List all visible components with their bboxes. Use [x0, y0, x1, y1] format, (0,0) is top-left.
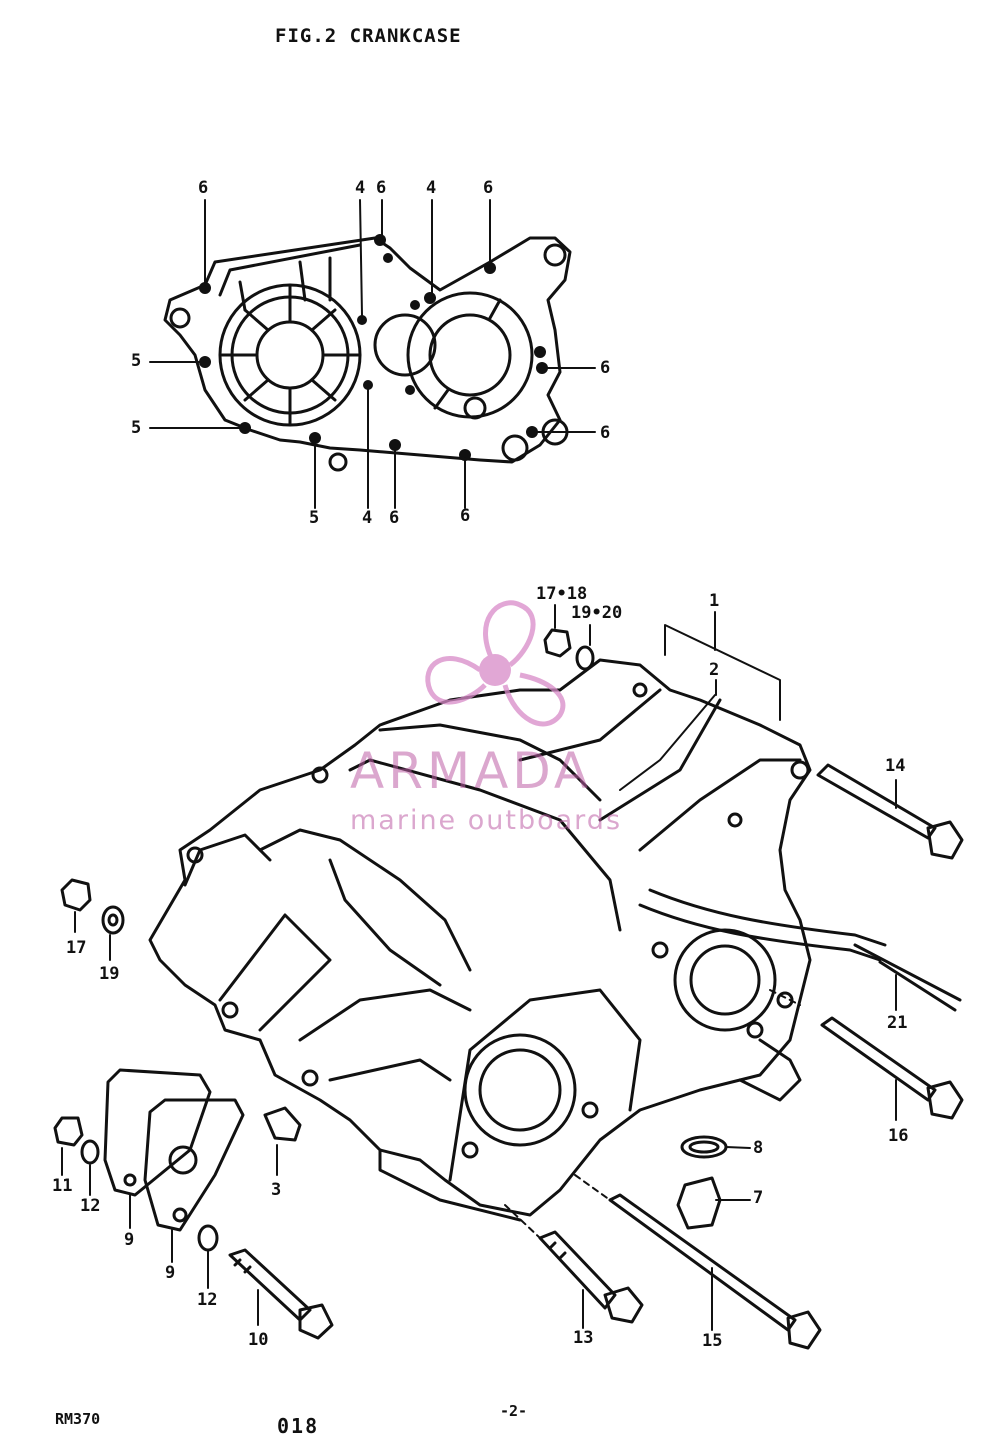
- part-label-12: 12: [80, 1196, 101, 1216]
- part-label-11: 11: [52, 1176, 73, 1196]
- part-label-19: 19: [99, 964, 120, 984]
- part-label-10: 10: [248, 1330, 269, 1350]
- top-view-leader-lines: [149, 199, 596, 509]
- crankcase-top-view: [163, 236, 572, 472]
- part-label-17: 17: [66, 938, 87, 958]
- callout-6: 6: [483, 178, 494, 198]
- part-label-7: 7: [753, 1188, 764, 1208]
- part-label-16: 16: [888, 1126, 909, 1146]
- gaskets: [103, 1068, 245, 1232]
- part-label-3: 3: [271, 1180, 282, 1200]
- callout-5: 5: [309, 508, 320, 528]
- part-label-19-20: 19•20: [571, 603, 623, 623]
- nuts-washers: [53, 628, 728, 1252]
- callout-4: 4: [355, 178, 366, 198]
- callout-6: 6: [600, 423, 611, 443]
- part-label-9: 9: [124, 1230, 135, 1250]
- callout-5: 5: [131, 351, 142, 371]
- callout-6: 6: [198, 178, 209, 198]
- part-label-1: 1: [709, 591, 720, 611]
- part-label-8: 8: [753, 1138, 764, 1158]
- page-code: 018: [277, 1414, 320, 1438]
- callout-5: 5: [131, 418, 142, 438]
- callout-4: 4: [362, 508, 373, 528]
- part-label-12: 12: [197, 1290, 218, 1310]
- callout-4: 4: [426, 178, 437, 198]
- part-label-2: 2: [709, 660, 720, 680]
- part-label-13: 13: [573, 1328, 594, 1348]
- part-label-21: 21: [887, 1013, 908, 1033]
- callout-6: 6: [460, 506, 471, 526]
- top-view-bolt-holes: [199, 234, 548, 461]
- parts-leader-lines: [61, 604, 897, 1331]
- crankcase-body: [148, 658, 962, 1222]
- part-label-17-18: 17•18: [536, 584, 588, 604]
- bolts: [228, 763, 964, 1350]
- part-label-14: 14: [885, 756, 906, 776]
- model-code: RM370: [55, 1410, 101, 1428]
- figure-title: FIG.2 CRANKCASE: [275, 25, 462, 47]
- page-number: -2-: [500, 1402, 528, 1420]
- callout-6: 6: [600, 358, 611, 378]
- part-label-15: 15: [702, 1331, 723, 1351]
- watermark-logo: [425, 600, 566, 727]
- callout-6: 6: [389, 508, 400, 528]
- part-label-9: 9: [165, 1263, 176, 1283]
- callout-6: 6: [376, 178, 387, 198]
